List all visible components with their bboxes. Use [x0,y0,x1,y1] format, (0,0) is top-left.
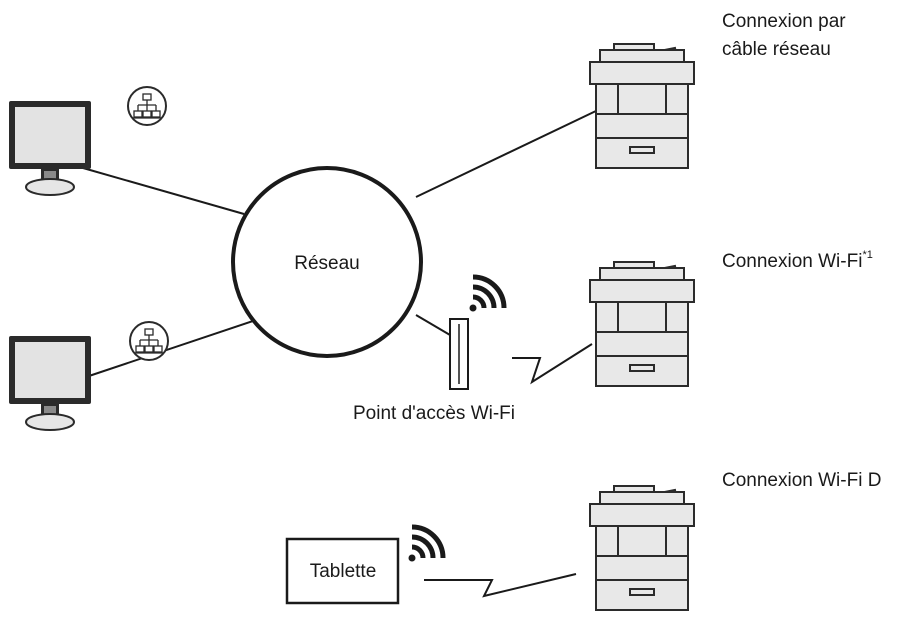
wifi-connection-label: Connexion Wi-Fi*1 [722,249,873,272]
wifi-signal-icon [470,277,505,312]
wifi-footnote-marker: *1 [862,249,872,261]
wifi-signal-icon [409,527,444,562]
line-pc1-network [82,167,245,215]
desktop-monitor-icon [8,335,92,431]
printer-wifi [588,260,696,388]
line-network-printer1 [415,109,599,198]
tablet-icon [285,537,400,605]
desktop-monitor-icon [8,100,92,196]
lan-icon-1 [127,86,167,126]
line-network-accesspoint [415,314,451,336]
printer-wired [588,42,696,170]
wifi-connection-text: Connexion Wi-Fi [722,251,862,272]
tablet: Tablette [285,537,400,605]
lan-network-icon [129,321,169,361]
network-label: Réseau [294,253,360,274]
printer-wifi-direct [588,484,696,612]
multifunction-printer-icon [588,484,696,612]
wired-connection-label-line2: câble réseau [722,39,831,60]
lan-network-icon [127,86,167,126]
computer-2 [8,335,92,431]
wireless-link-printer3 [424,573,577,598]
access-point [449,318,469,390]
multifunction-printer-icon [588,260,696,388]
network-circle [231,166,423,358]
wired-connection-label-line1: Connexion par [722,11,846,32]
wireless-link-printer2 [512,343,593,385]
line-pc2-network [82,317,263,379]
computer-1 [8,100,92,196]
access-point-label: Point d'accès Wi-Fi [353,403,515,424]
lan-icon-2 [129,321,169,361]
tablet-label: Tablette [310,561,377,582]
wifi-direct-connection-label: Connexion Wi-Fi D [722,470,881,491]
multifunction-printer-icon [588,42,696,170]
